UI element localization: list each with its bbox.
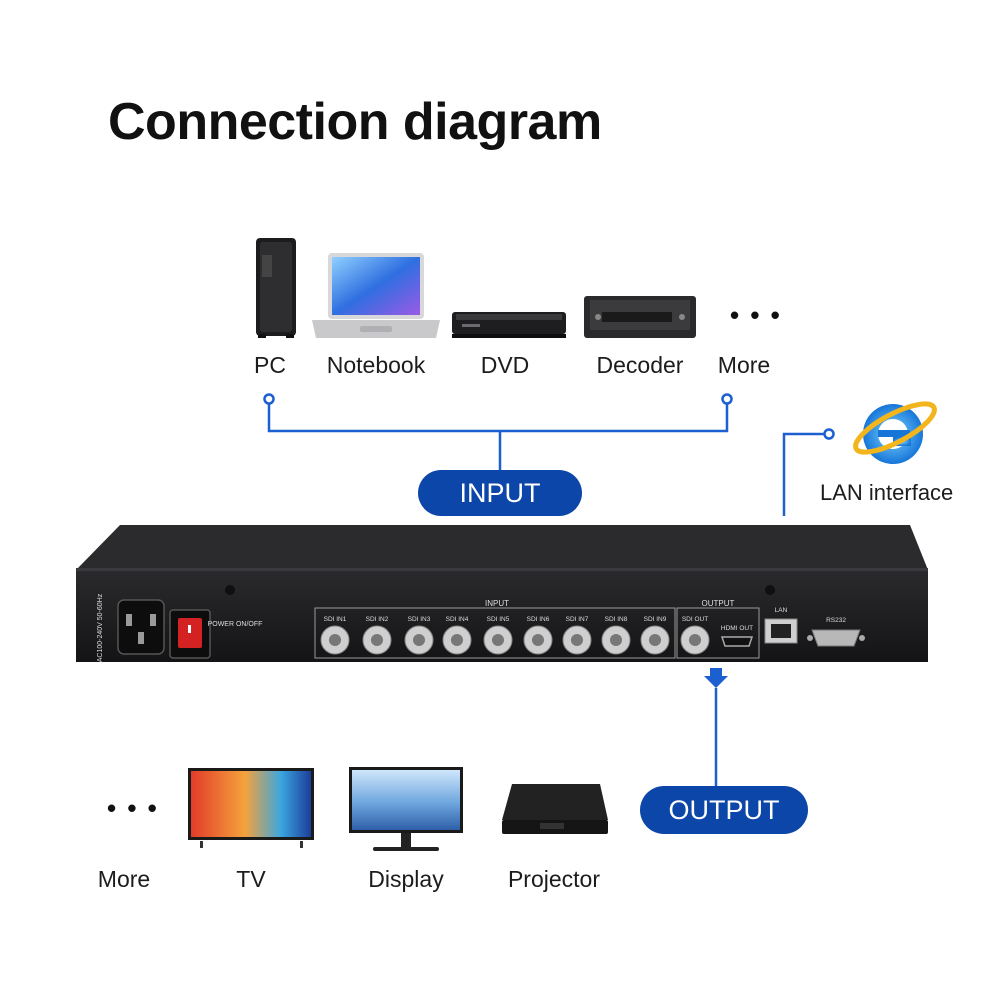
rs232-port[interactable]: RS232 bbox=[807, 617, 865, 647]
internet-explorer-icon bbox=[853, 401, 937, 464]
lan-port[interactable]: LAN bbox=[764, 607, 798, 644]
input-badge: INPUT bbox=[418, 470, 582, 516]
svg-text:SDI IN3: SDI IN3 bbox=[408, 616, 431, 623]
dvd-player-icon bbox=[452, 312, 566, 338]
sdi-in-1[interactable]: SDI IN1 bbox=[320, 616, 350, 655]
svg-text:SDI IN7: SDI IN7 bbox=[566, 616, 589, 623]
svg-text:HDMI OUT: HDMI OUT bbox=[721, 625, 753, 632]
dvd-label: DVD bbox=[480, 352, 530, 378]
sdi-in-5[interactable]: SDI IN5 bbox=[483, 616, 513, 655]
more-input-label: More bbox=[717, 352, 771, 378]
decoder-icon bbox=[584, 296, 696, 338]
pc-port-dot bbox=[263, 393, 275, 405]
projector-label: Projector bbox=[507, 866, 601, 892]
display-label: Display bbox=[368, 866, 444, 892]
more-output-label: More bbox=[97, 866, 151, 892]
tv-icon bbox=[188, 768, 314, 848]
power-inlet bbox=[117, 599, 165, 655]
power-switch[interactable] bbox=[169, 609, 211, 659]
sdi-out-port[interactable]: SDI OUT bbox=[680, 616, 710, 655]
notebook-label: Notebook bbox=[326, 352, 426, 378]
svg-text:SDI IN4: SDI IN4 bbox=[446, 616, 469, 623]
sdi-in-6[interactable]: SDI IN6 bbox=[523, 616, 553, 655]
device-rear-panel bbox=[76, 525, 928, 662]
svg-text:RS232: RS232 bbox=[826, 617, 846, 624]
notebook-icon bbox=[312, 253, 440, 338]
monitor-icon bbox=[349, 767, 463, 851]
svg-text:SDI IN2: SDI IN2 bbox=[366, 616, 389, 623]
svg-text:SDI IN1: SDI IN1 bbox=[324, 616, 347, 623]
input-connector bbox=[267, 403, 729, 470]
input-group-frame bbox=[314, 607, 676, 659]
svg-text:SDI IN8: SDI IN8 bbox=[605, 616, 628, 623]
diagram-title: Connection diagram bbox=[108, 93, 602, 151]
output-connector bbox=[704, 668, 728, 786]
tv-label: TV bbox=[236, 866, 266, 892]
sdi-in-4[interactable]: SDI IN4 bbox=[442, 616, 472, 655]
output-group-label: OUTPUT bbox=[702, 599, 735, 608]
pc-label: PC bbox=[254, 352, 286, 378]
power-spec-label: AC100-240V 50-60Hz bbox=[97, 593, 104, 662]
input-group-label: INPUT bbox=[485, 599, 509, 608]
sdi-in-7[interactable]: SDI IN7 bbox=[562, 616, 592, 655]
svg-text:LAN: LAN bbox=[775, 607, 788, 614]
more-output-ellipsis-icon: • • • bbox=[107, 793, 159, 823]
output-group-frame bbox=[676, 607, 760, 659]
sdi-in-9[interactable]: SDI IN9 bbox=[640, 616, 670, 655]
more-port-dot bbox=[721, 393, 733, 405]
pc-tower-icon bbox=[256, 238, 296, 338]
lan-connector bbox=[782, 428, 835, 516]
svg-text:SDI IN9: SDI IN9 bbox=[644, 616, 667, 623]
output-badge: OUTPUT bbox=[640, 786, 808, 834]
hdmi-out-port[interactable]: HDMI OUT bbox=[721, 625, 753, 647]
svg-text:SDI IN5: SDI IN5 bbox=[487, 616, 510, 623]
sdi-in-2[interactable]: SDI IN2 bbox=[362, 616, 392, 655]
svg-text:SDI IN6: SDI IN6 bbox=[527, 616, 550, 623]
power-switch-label: POWER ON/OFF bbox=[208, 621, 263, 628]
decoder-label: Decoder bbox=[596, 352, 684, 378]
projector-icon bbox=[502, 784, 608, 834]
svg-text:SDI OUT: SDI OUT bbox=[682, 616, 708, 623]
sdi-in-3[interactable]: SDI IN3 bbox=[404, 616, 434, 655]
lan-interface-label: LAN interface bbox=[820, 480, 954, 505]
more-input-ellipsis-icon: • • • bbox=[730, 300, 782, 330]
sdi-in-8[interactable]: SDI IN8 bbox=[601, 616, 631, 655]
